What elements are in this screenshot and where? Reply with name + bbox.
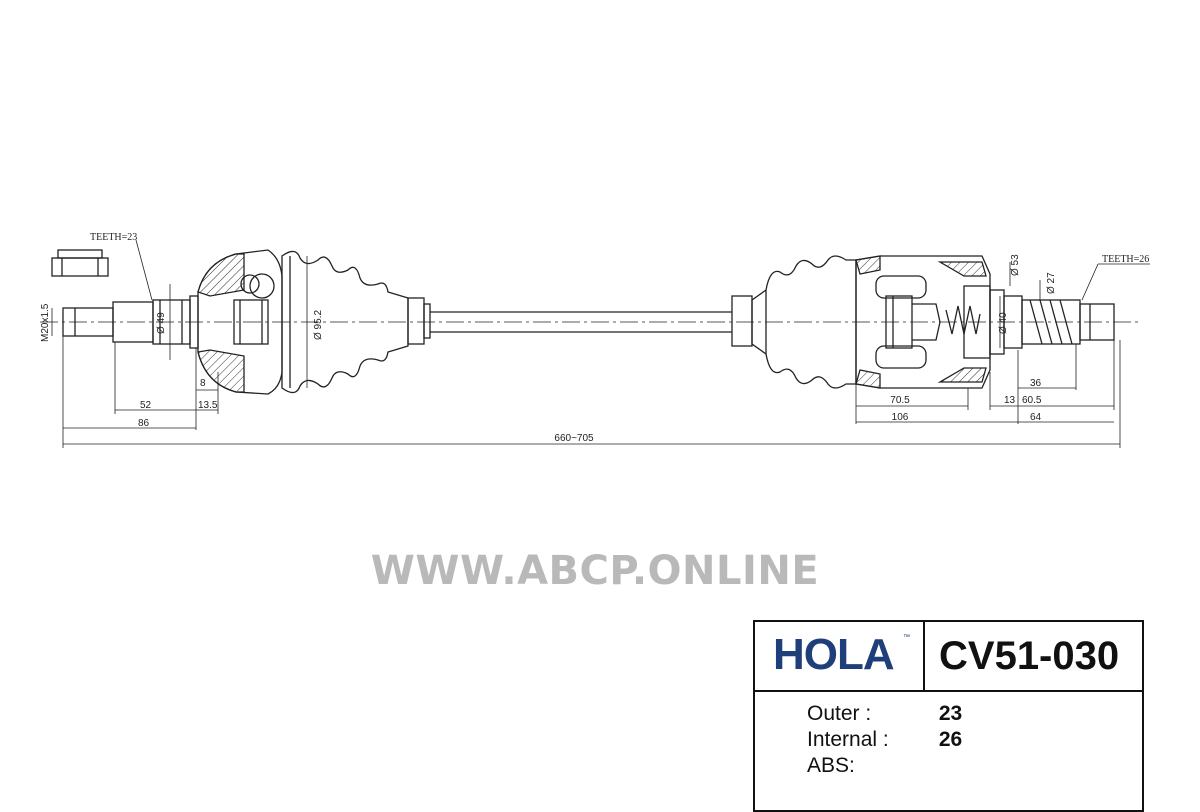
- inner-joint-housing: [855, 255, 1023, 389]
- brand-logo: HOLA: [773, 630, 895, 679]
- outer-stub: [62, 295, 199, 349]
- part-number-cell: CV51-030: [923, 622, 1142, 692]
- dim-8-label: 8: [200, 378, 206, 389]
- nut-icon: [51, 249, 109, 277]
- dia-95-label: Ø 95.2: [313, 310, 324, 340]
- dia-53-label: Ø 53: [1010, 254, 1021, 276]
- dim-60-5-label: 60.5: [1022, 395, 1042, 406]
- inner-stub: [1021, 299, 1115, 345]
- dim-52-label: 52: [140, 400, 152, 411]
- part-number: CV51-030: [939, 634, 1120, 678]
- dim-total-label: 660~705: [554, 433, 594, 444]
- spec-label: Outer :: [807, 702, 872, 725]
- dim-64-label: 64: [1030, 412, 1042, 423]
- spec-table: HOLA ™ CV51-030 Outer : 23 Internal : 26…: [753, 620, 1144, 812]
- axle-shaft: [430, 311, 732, 333]
- spec-row-internal: Internal : 26: [807, 728, 962, 752]
- trademark-mark: ™: [903, 634, 910, 641]
- dim-70-5-label: 70.5: [890, 395, 910, 406]
- teeth-outer-label: TEETH=23: [90, 232, 137, 243]
- brand-cell: HOLA ™: [755, 622, 925, 692]
- outer-joint-housing: [197, 249, 283, 395]
- spec-value: 23: [938, 702, 963, 725]
- outer-boot: [281, 250, 431, 394]
- spec-row-abs: ABS:: [807, 754, 939, 778]
- dim-36-label: 36: [1030, 378, 1042, 389]
- thread-label: M20x1.5: [40, 303, 51, 342]
- spec-label: Internal :: [807, 728, 889, 751]
- spec-row-outer: Outer : 23: [807, 702, 962, 726]
- spec-value: 26: [938, 728, 963, 751]
- dim-86-label: 86: [138, 418, 150, 429]
- dim-13-5-label: 13.5: [198, 400, 218, 411]
- dim-106-label: 106: [892, 412, 909, 423]
- dia-49-label: Ø 49: [156, 312, 167, 334]
- spec-label: ABS:: [807, 754, 855, 777]
- dia-40-label: Ø 40: [998, 312, 1009, 334]
- watermark-text: WWW.ABCP.ONLINE: [370, 548, 820, 594]
- dim-13-label: 13: [1004, 395, 1016, 406]
- dia-27-label: Ø 27: [1046, 272, 1057, 294]
- teeth-inner-label: TEETH=26: [1102, 254, 1149, 265]
